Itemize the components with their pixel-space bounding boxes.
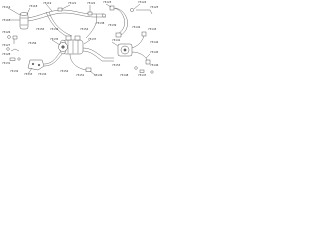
part-callout: 73138: [96, 21, 105, 25]
part-callout: 73116: [2, 5, 11, 9]
part-callout: 73118: [29, 4, 38, 8]
part-callout: 73149: [94, 73, 103, 77]
part-callout: 73123: [103, 0, 112, 4]
part-callout: 73117: [2, 18, 11, 22]
small-parts-right: [134, 66, 154, 74]
part-callout: 73122: [87, 1, 96, 5]
part-callout: 73136: [50, 27, 59, 31]
leader-lines: [7, 3, 151, 77]
part-callout: 73126: [2, 30, 11, 34]
part-callout: 73132: [10, 69, 19, 73]
part-callout: 73147: [138, 73, 147, 77]
part-callout: 73125: [150, 5, 159, 9]
part-callout: 73155: [36, 27, 45, 31]
part-callout: 73152: [60, 69, 69, 73]
diagram-canvas: 73116 73117 73118 73119 73121 73122 73123 73124…: [2, 0, 159, 77]
part-callout: 73148: [120, 73, 129, 77]
part-callout: 73139: [108, 23, 117, 27]
receiver-drier: [19, 12, 29, 30]
part-callout: 73133: [24, 72, 33, 76]
part-callout: 73124: [138, 0, 147, 4]
part-callout: 73145: [150, 50, 159, 54]
part-callout: 73144: [150, 40, 159, 44]
pipe-bundle-lower: [43, 47, 114, 72]
mounting-bracket: [27, 59, 45, 71]
condenser-part: [117, 31, 151, 65]
part-callout: 73143: [148, 27, 157, 31]
part-callout: 73131: [2, 61, 11, 65]
parts-diagram: 73116 73117 73118 73119 73121 73122 73123 73124…: [0, 0, 160, 80]
part-callout: 73146: [150, 63, 159, 67]
part-callout: 73154: [80, 27, 89, 31]
part-callout: 73119: [43, 1, 52, 5]
part-callout: 73153: [112, 63, 121, 67]
part-callout: 73141: [112, 38, 121, 42]
part-callout: 73137: [88, 37, 97, 41]
part-callout: 73135: [50, 37, 59, 41]
part-callout: 73151: [76, 73, 85, 77]
small-parts-left: [6, 35, 21, 61]
part-callout: 73121: [68, 1, 77, 5]
compressor: [58, 35, 84, 55]
part-callout: 73128: [2, 52, 11, 56]
part-callout: 73142: [132, 25, 141, 29]
pipe-bundle-upper: [27, 7, 106, 39]
right-hoses: [109, 5, 153, 38]
callout-labels: 73116 73117 73118 73119 73121 73122 73123 73124…: [2, 0, 159, 77]
part-callout: 73134: [38, 72, 47, 76]
part-callout: 73156: [28, 41, 37, 45]
part-callout: 73127: [2, 43, 11, 47]
